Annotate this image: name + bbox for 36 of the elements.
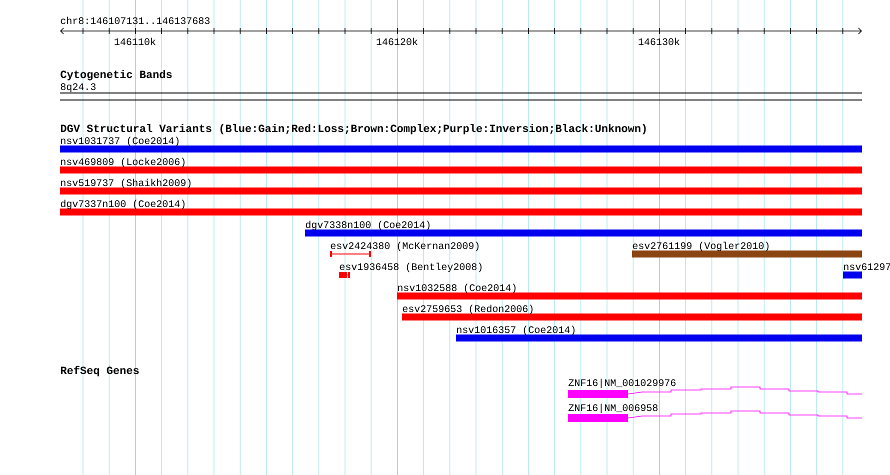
node-label: nsv469809 (Locke2006) (61, 158, 185, 168)
track-title: RefSeq Genes (60, 366, 139, 376)
variant-bar: nsv1032588 (Coe2014) (397, 284, 862, 300)
node-label: esv2759653 (Redon2006) (402, 304, 533, 314)
variant-bar: esv2424380 (McKernan2009) (330, 242, 479, 257)
node-label: ZNF16|NM_001029976 (568, 378, 676, 388)
node-label: nsv1032588 (Coe2014) (398, 284, 516, 294)
gene-model: ZNF16|NM_001029976 (568, 378, 862, 398)
variant-bar: nsv1016357 (Coe2014) (456, 326, 862, 342)
node-label: esv2761199 (Vogler2010) (632, 242, 769, 252)
variant-bar: nsv1031737 (Coe2014) (60, 136, 862, 152)
node-label: esv2424380 (McKernan2009) (330, 242, 479, 252)
variant-bar: esv2761199 (Vogler2010) (632, 242, 862, 258)
node-label: dgv7337n100 (Coe2014) (60, 200, 185, 210)
ruler-title: chr8:146107131..146137683 (60, 16, 210, 24)
node-label: ZNF16|NM_006958 (568, 404, 658, 414)
variant-bar: esv1936458 (Bentley2008) (339, 262, 482, 278)
band-label: 8q24.3 (60, 83, 96, 92)
variant-bar: esv2759653 (Redon2006) (402, 304, 862, 320)
node-label: nsv1031737 (Coe2014) (61, 136, 179, 146)
node-label: nsv519737 (Shaikh2009) (61, 178, 191, 188)
node-label: esv1936458 (Bentley2008) (340, 262, 482, 272)
variant-bar: nsv519737 (Shaikh2009) (60, 178, 862, 194)
tick-label: 146110k (114, 38, 156, 46)
track-title: Cytogenetic Bands (60, 70, 172, 80)
tick-label: 146120k (376, 38, 418, 46)
node-label: nsv61297 (844, 263, 890, 270)
variant-bar: nsv61297 (843, 263, 890, 278)
tick-label: 146130k (638, 38, 680, 46)
variant-bar: nsv469809 (Locke2006) (60, 158, 862, 174)
track-title: DGV Structural Variants (Blue:Gain;Red:Loss;Brown:Complex;Purple:Inversion;Black:Unknown) (60, 124, 646, 134)
variant-bar: dgv7337n100 (Coe2014) (60, 200, 862, 216)
node-label: dgv7338n100 (Coe2014) (306, 220, 430, 230)
gene-model: ZNF16|NM_006958 (568, 404, 862, 422)
node-label: nsv1016357 (Coe2014) (457, 326, 575, 336)
variant-bar: dgv7338n100 (Coe2014) (305, 220, 862, 236)
